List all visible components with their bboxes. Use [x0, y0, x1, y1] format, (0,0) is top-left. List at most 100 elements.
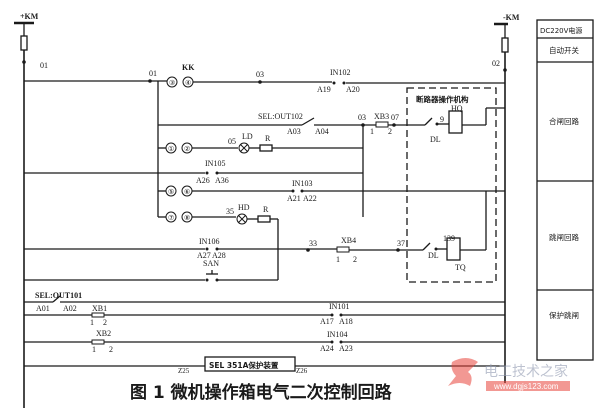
in104-label: IN104: [327, 330, 347, 339]
xb1-pin1: 1: [90, 318, 94, 327]
xb4-pin2: 2: [353, 255, 357, 264]
node-02-right: 02: [492, 59, 500, 68]
row-out101: SEL:OUT101 A01 A02: [24, 291, 505, 313]
kk-contact-5-icon: [165, 185, 177, 197]
san-label: SAN: [203, 259, 219, 268]
resistor-r1-icon: [259, 144, 273, 152]
xb1-pin2: 2: [103, 318, 107, 327]
xb3-pin1: 1: [370, 127, 374, 136]
in102-a: A19: [317, 85, 331, 94]
xb2-strap-icon: [91, 339, 105, 345]
in104-a: A24: [320, 344, 334, 353]
row-position-lamp-red: ⑦ ⑧ 35 HD R: [158, 203, 279, 280]
in101-a: A17: [320, 317, 334, 326]
row-in101: XB1 1 2 IN101 A17 A18: [24, 302, 505, 327]
out102-b: A04: [315, 127, 329, 136]
node-07: 07: [391, 113, 399, 122]
hq-label: HQ: [451, 104, 463, 113]
watermark-logo-icon: [448, 358, 478, 386]
in103-b: A22: [303, 194, 317, 203]
row-close-circuit: SEL:OUT102 A03 A04 03 XB3 1 2 07 DL 9 HQ: [158, 104, 505, 144]
kk-contact-6: ⑥: [184, 188, 190, 196]
node-03-mid: 03: [358, 113, 366, 122]
r2-label: R: [263, 205, 269, 214]
xb4-strap-icon: [336, 246, 350, 253]
fuse-left-icon: [20, 35, 28, 51]
watermark: 电工技术之家 www.dgjs123.com: [448, 358, 570, 391]
positive-bus-label: +KM: [20, 12, 39, 21]
legend-auto-switch: 自动开关: [549, 45, 579, 55]
in106-b: A28: [212, 251, 226, 260]
protection-device-box: [204, 356, 296, 372]
xb3-strap-icon: [375, 121, 389, 128]
in102-b: A20: [346, 85, 360, 94]
row-in105: IN105 A26 A36: [24, 159, 363, 185]
r1-label: R: [265, 134, 271, 143]
node-35: 35: [226, 207, 234, 216]
kk-contact-3-icon: [166, 76, 178, 88]
kk-contact-3: ③: [169, 79, 175, 87]
kk-contact-5: ⑤: [168, 188, 174, 196]
hq-coil-icon: [448, 110, 463, 134]
xb2-pin1: 1: [92, 345, 96, 354]
xb4-pin1: 1: [336, 255, 340, 264]
node-01-left: 01: [40, 61, 48, 70]
kk-contact-1: ①: [168, 145, 174, 153]
positive-bus: +KM 01: [14, 12, 48, 408]
node-z25: Z25: [178, 367, 190, 375]
watermark-title: 电工技术之家: [484, 363, 568, 380]
out101-a: A01: [36, 304, 50, 313]
row-san-button: SAN: [24, 259, 278, 282]
kk-contact-4: ④: [185, 79, 191, 87]
out102-a: A03: [287, 127, 301, 136]
kk-switch-label: KK: [182, 63, 195, 72]
row-in103: ⑤ ⑥ IN103 A21 A22: [158, 179, 505, 203]
dl1-label: DL: [430, 135, 441, 144]
hd-label: HD: [238, 203, 250, 212]
xb3-pin2: 2: [388, 127, 392, 136]
in106-label: IN106: [199, 237, 219, 246]
protection-device-label: SEL 351A保护装置: [209, 360, 279, 370]
node-01-mid: 01: [149, 69, 157, 78]
breaker-mechanism-box: 断路器操作机构: [406, 87, 497, 283]
mechanism-title: 断路器操作机构: [416, 94, 469, 104]
row-in104: XB2 1 2 IN104 A24 A23: [24, 329, 505, 354]
node-9: 9: [440, 115, 444, 124]
figure-caption: 图 1 微机操作箱电气二次控制回路: [130, 382, 393, 403]
in105-a: A26: [196, 176, 210, 185]
in104-b: A23: [339, 344, 353, 353]
negative-bus: -KM 02: [492, 13, 520, 383]
node-03-top: 03: [256, 70, 264, 79]
kk-contact-7: ⑦: [168, 214, 174, 222]
watermark-url: www.dgjs123.com: [493, 382, 559, 391]
node-37: 37: [397, 239, 405, 248]
in101-label: IN101: [329, 302, 349, 311]
negative-bus-label: -KM: [503, 13, 520, 22]
dl2-label: DL: [428, 251, 439, 260]
out102-label: SEL:OUT102: [258, 112, 303, 121]
node-33: 33: [309, 239, 317, 248]
node-z26: Z26: [296, 367, 308, 375]
xb2-label: XB2: [96, 329, 111, 338]
kk-contact-8: ⑧: [184, 214, 190, 222]
row-position-lamp-green: ① ② 05 LD R: [158, 125, 364, 217]
xb1-label: XB1: [92, 304, 107, 313]
row-protection-device: Z25 SEL 351A保护装置 Z26: [24, 356, 505, 375]
in105-label: IN105: [205, 159, 225, 168]
xb3-label: XB3: [374, 112, 389, 121]
in103-a: A21: [287, 194, 301, 203]
fuse-right-icon: [501, 37, 509, 53]
in102-label: IN102: [330, 68, 350, 77]
legend-protection-trip: 保护跳闸: [549, 310, 579, 320]
legend-trip-circuit: 跳闸回路: [549, 232, 579, 242]
legend-column: DC220V电源 自动开关 合闸回路 跳闸回路 保护跳闸: [536, 19, 594, 361]
kk-contact-7-icon: [165, 211, 177, 223]
xb1-strap-icon: [91, 312, 105, 318]
kk-contact-2: ②: [184, 145, 190, 153]
kk-contact-1-icon: [165, 142, 177, 154]
xb2-pin2: 2: [109, 345, 113, 354]
out101-label: SEL:OUT101: [35, 291, 82, 300]
legend-dc220v: DC220V电源: [540, 26, 582, 35]
out101-b: A02: [63, 304, 77, 313]
ld-label: LD: [242, 132, 253, 141]
